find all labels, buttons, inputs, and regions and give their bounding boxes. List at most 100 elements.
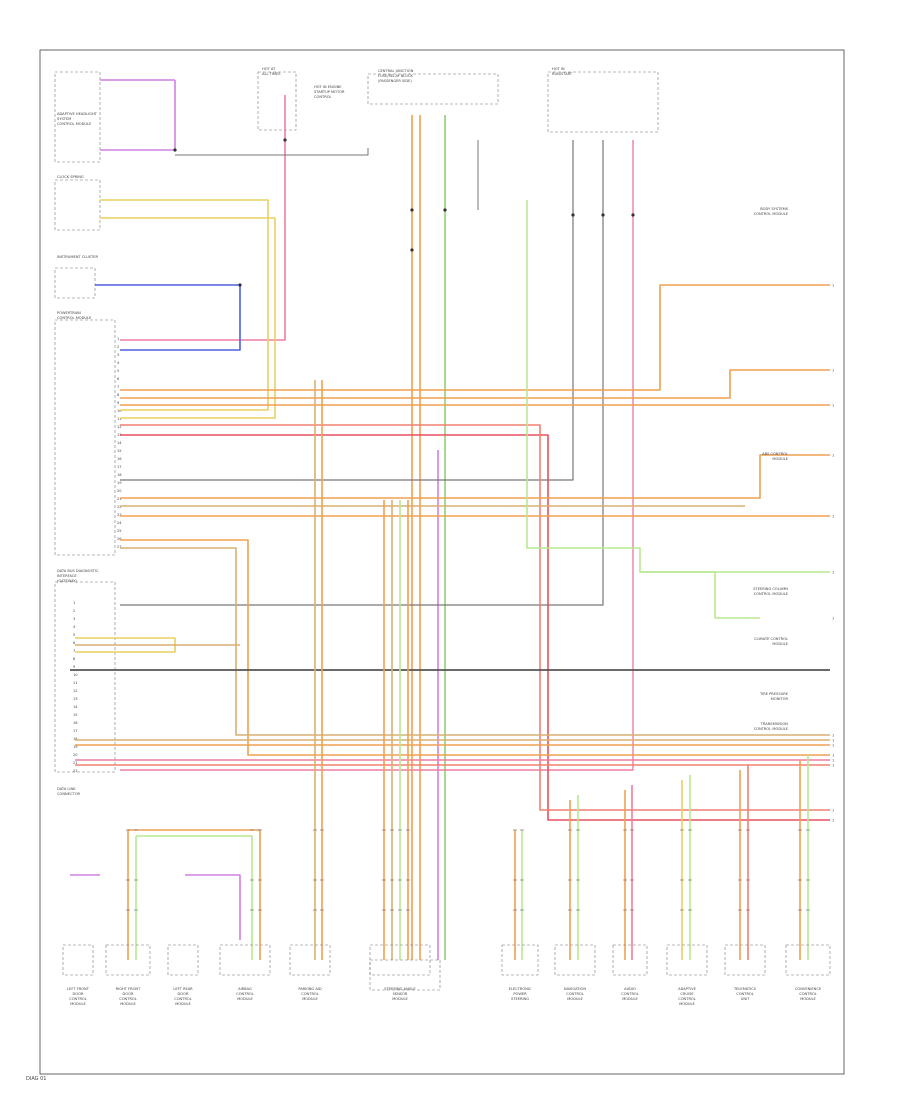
wire-orange-bus-4 — [120, 454, 830, 499]
wire-orange-bus-1 — [120, 284, 830, 391]
pin-label: 3 — [73, 617, 75, 621]
connector-pin: 1 — [832, 404, 834, 408]
connector-pin: 1 — [832, 809, 834, 813]
pin-label: 4 — [117, 361, 120, 365]
pin-label: 6 — [73, 641, 76, 645]
bottom-module-center-box — [369, 959, 441, 991]
wire-red-bus — [120, 434, 830, 821]
left-module-adaptive-headlight — [54, 71, 101, 163]
pin-label: 21 — [73, 761, 78, 765]
pin-label: 2 — [73, 609, 75, 613]
pin-label: 17 — [117, 465, 122, 469]
connector-pin: 1 — [832, 754, 834, 758]
pin-label: 20 — [117, 489, 122, 493]
left-module-clock-spring-label: CLOCK SPRING — [57, 175, 84, 179]
wire-orange-bus-2 — [120, 369, 830, 399]
bottom-module-b8 — [554, 944, 596, 976]
left-module-instrument-cluster-label: INSTRUMENT CLUSTER — [57, 255, 98, 259]
wire-yellow-clockspring — [100, 199, 269, 411]
pin-label: 2 — [117, 345, 119, 349]
wire-salmon-bus — [120, 424, 830, 811]
splice-dot — [631, 213, 635, 217]
pin-label: 18 — [73, 737, 78, 741]
pin-label: 4 — [73, 625, 76, 629]
diagram-border — [39, 49, 845, 1075]
pin-label: 5 — [73, 633, 75, 637]
left-module-powertrain — [54, 319, 116, 556]
pin-label: 12 — [117, 425, 122, 429]
splice-dot — [238, 283, 242, 287]
bottom-module-b7 — [501, 944, 539, 976]
left-module-instrument-cluster — [54, 267, 96, 299]
pin-label: 9 — [117, 401, 120, 405]
wire-tan-bus-2 — [120, 547, 830, 736]
wire-gray-top — [175, 148, 369, 156]
pin-label: 14 — [73, 705, 78, 709]
top-module-central-junction — [367, 73, 499, 105]
pin-label: 13 — [117, 433, 122, 437]
left-module-clock-spring — [54, 179, 101, 231]
wire-yellow-clockspring-2 — [100, 217, 276, 419]
left-module-gateway — [54, 581, 116, 773]
wire-blue-cluster — [95, 284, 241, 351]
wire-orange-bus-6 — [120, 539, 830, 756]
wire-gray-r2 — [120, 140, 604, 606]
pin-label: 15 — [73, 713, 78, 717]
wire-magenta-headlight — [100, 80, 176, 151]
bottom-module-b10 — [666, 944, 708, 976]
connector-pin: 1 — [832, 369, 834, 373]
pin-label: 11 — [73, 681, 78, 685]
page-footer: DIAG 01 — [26, 1076, 47, 1082]
wire-gray-r1 — [120, 140, 574, 481]
top-module-hot-in-run — [547, 71, 659, 133]
pin-label: 16 — [73, 721, 78, 725]
bottom-module-b2 — [105, 944, 151, 976]
pin-label: 20 — [73, 753, 78, 757]
connector-pin: 1 — [832, 819, 834, 823]
connector-pin: 1 — [832, 617, 834, 621]
pin-label: 18 — [117, 473, 122, 477]
splice-dot — [410, 248, 414, 252]
connector-pin: 1 — [832, 744, 834, 748]
pin-label: 19 — [73, 745, 78, 749]
splice-dot — [571, 213, 575, 217]
splice-dot — [601, 213, 605, 217]
wire-bottom-magenta-2 — [185, 874, 241, 940]
pin-label: 5 — [117, 369, 119, 373]
pin-label: 22 — [117, 505, 122, 509]
wire-bottom-left-4 — [136, 835, 253, 960]
pin-label: 1 — [73, 601, 75, 605]
connector-pin: 1 — [832, 284, 834, 288]
pin-label: 8 — [73, 657, 76, 661]
pin-label: 16 — [117, 457, 122, 461]
pin-label: 3 — [117, 353, 119, 357]
wire-pink-r3 — [120, 140, 634, 771]
bottom-module-b3 — [167, 944, 199, 976]
pin-label: 9 — [73, 665, 76, 669]
pin-label: 12 — [73, 689, 78, 693]
pin-label: 6 — [117, 377, 120, 381]
bottom-module-b12 — [785, 944, 831, 976]
bottom-module-b5 — [289, 944, 331, 976]
pin-label: 13 — [73, 697, 78, 701]
splice-dot — [443, 208, 447, 212]
